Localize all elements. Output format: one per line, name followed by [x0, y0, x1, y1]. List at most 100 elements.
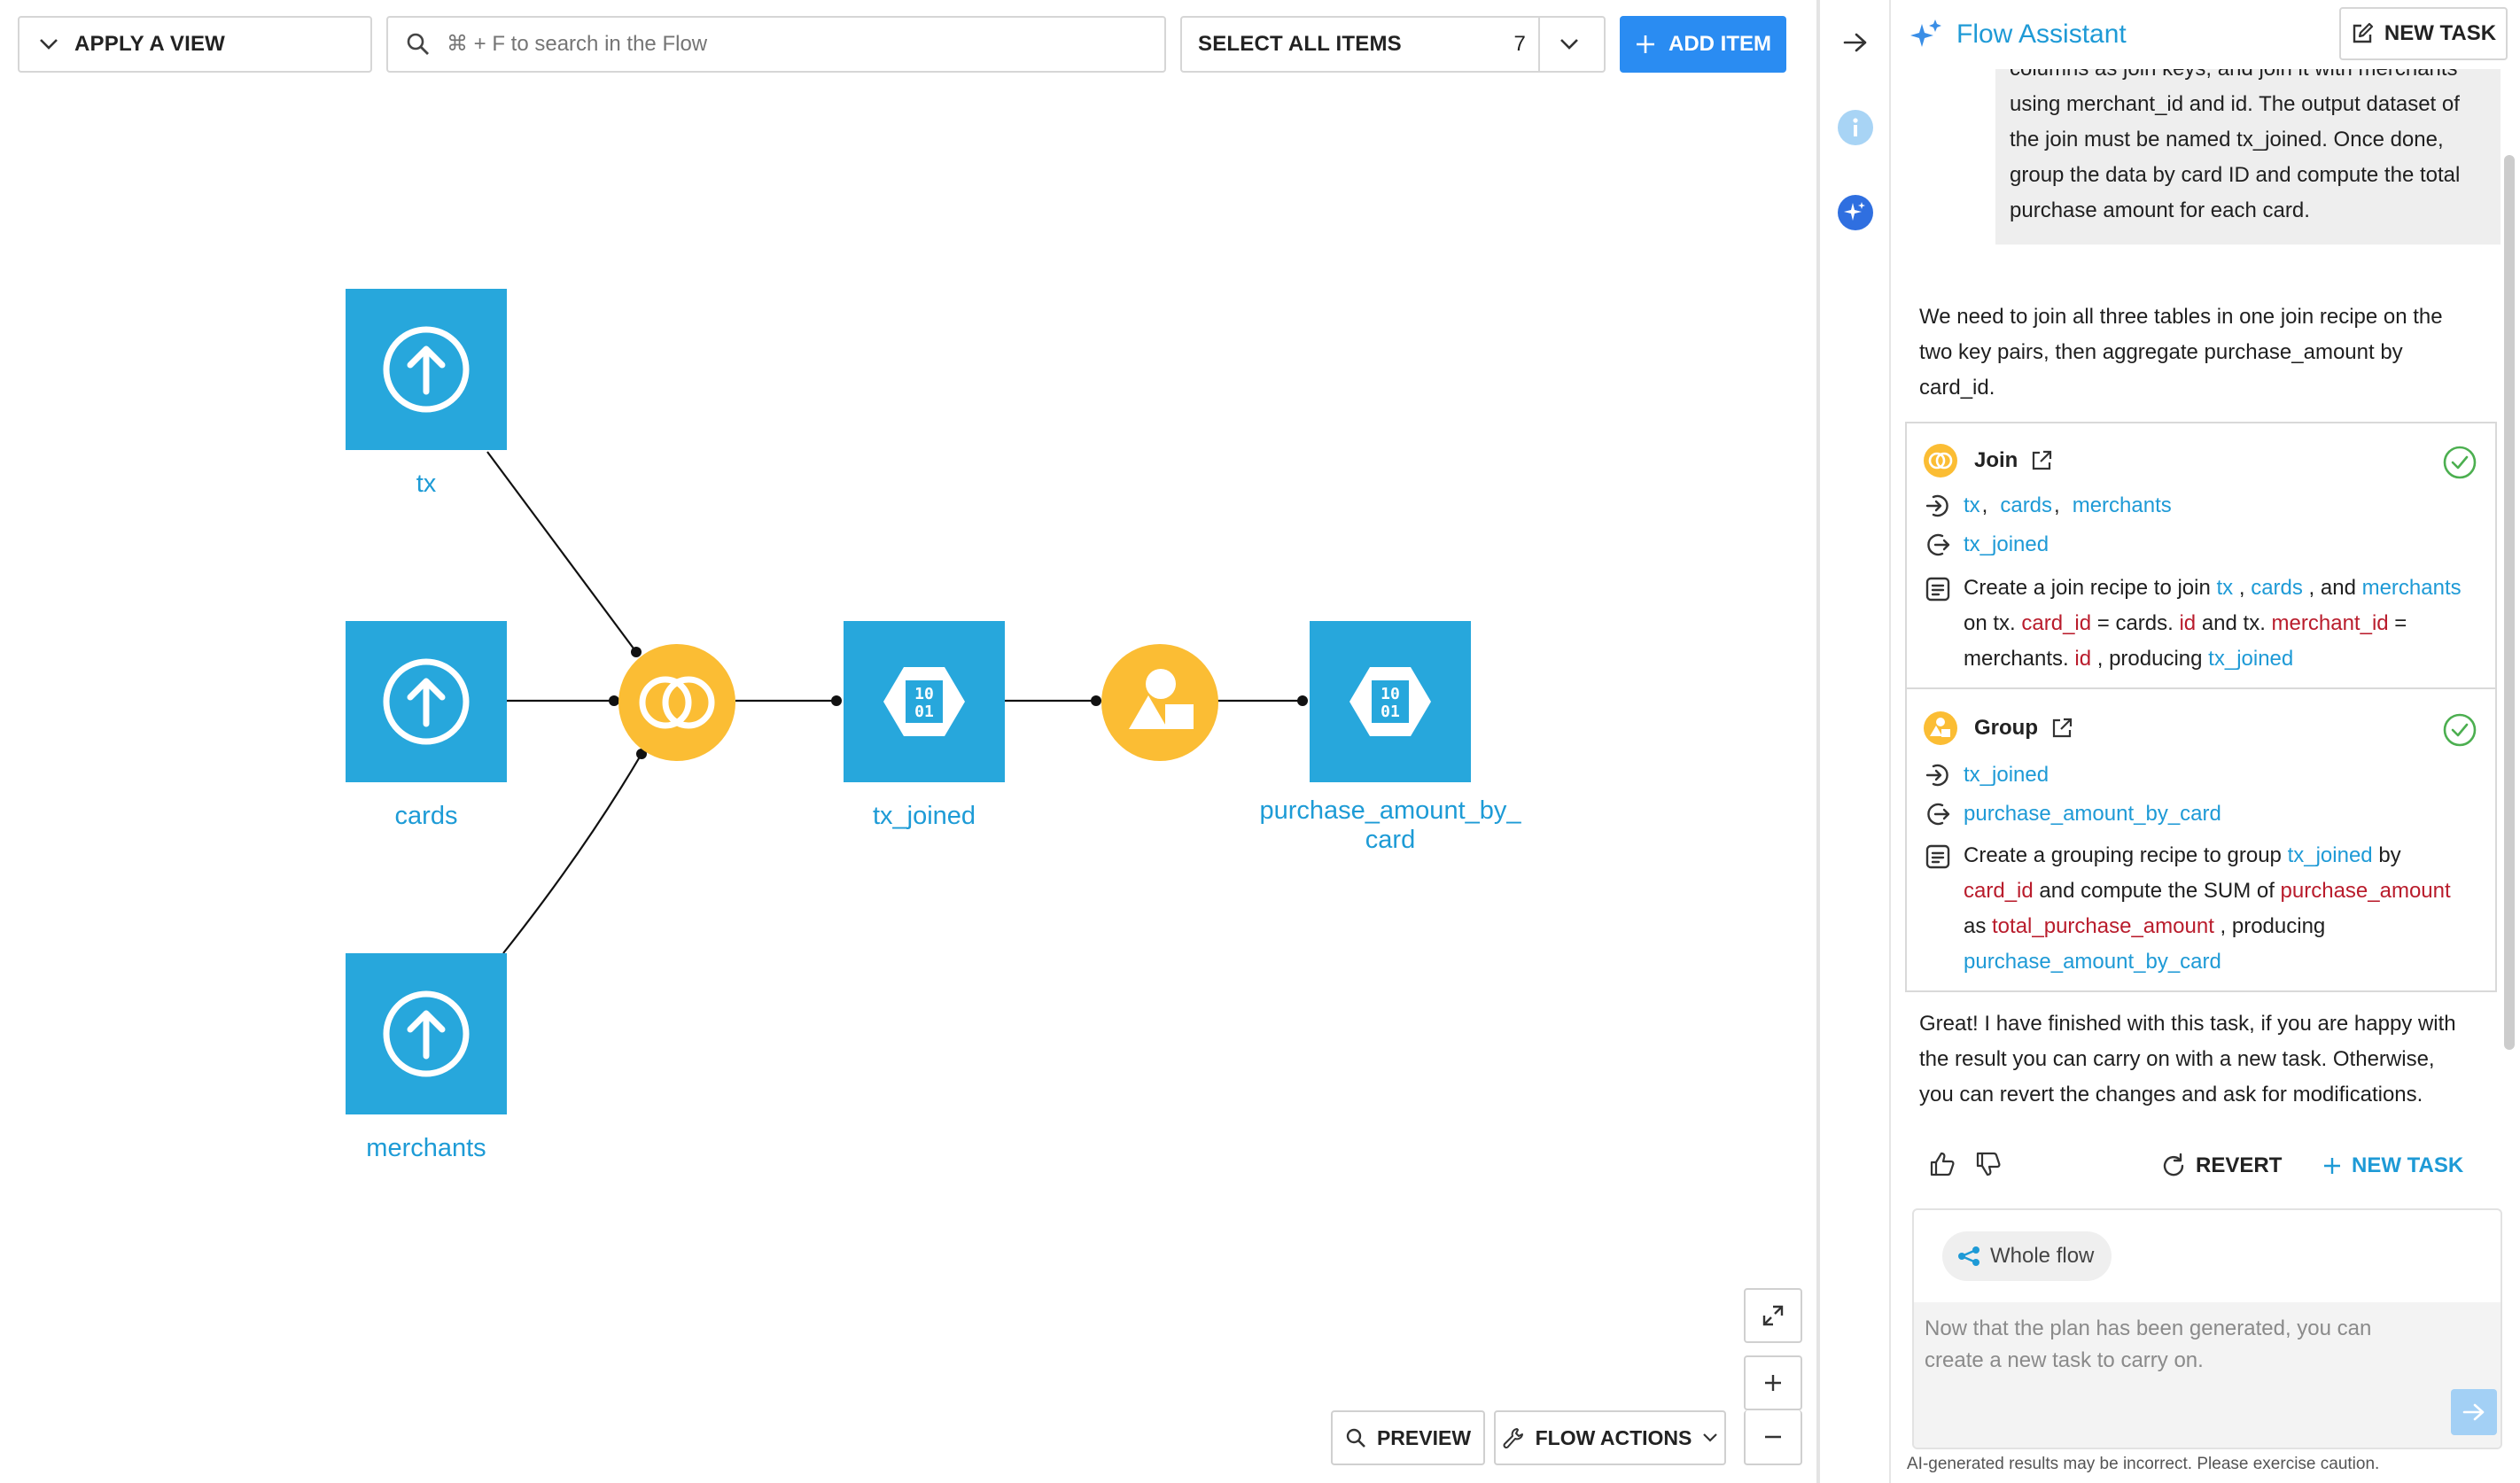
node-label-tx[interactable]: tx — [416, 470, 437, 498]
send-arrow-icon — [2462, 1403, 2485, 1421]
chat-scrollbar[interactable] — [2504, 155, 2515, 1050]
fit-to-screen-button[interactable] — [1744, 1288, 1802, 1343]
refresh-icon — [2163, 1153, 2184, 1176]
chat-textbox[interactable]: Now that the plan has been generated, yo… — [1914, 1302, 2501, 1448]
join-input-tx[interactable]: tx — [1964, 493, 1980, 517]
add-item-button[interactable]: ADD ITEM — [1620, 16, 1786, 73]
thumbs-down-button[interactable] — [1974, 1150, 2004, 1180]
flow-assistant-tab[interactable] — [1838, 195, 1873, 230]
info-icon — [1853, 118, 1858, 136]
search-icon — [407, 33, 429, 55]
upload-icon — [383, 658, 470, 745]
join-description: Create a join recipe to join tx , cards … — [1964, 576, 2462, 671]
assistant-final-message: Great! I have finished with this task, i… — [1919, 1006, 2495, 1113]
info-button[interactable] — [1838, 110, 1873, 145]
select-all-label: SELECT ALL ITEMS — [1198, 32, 1402, 56]
svg-text:01: 01 — [914, 703, 934, 721]
preview-button[interactable]: PREVIEW — [1331, 1410, 1485, 1465]
context-chip-label: Whole flow — [1990, 1244, 2095, 1268]
external-link-icon[interactable] — [2030, 449, 2053, 472]
dataset-node-merchants[interactable] — [346, 953, 507, 1114]
context-chip-whole-flow[interactable]: Whole flow — [1942, 1231, 2112, 1281]
node-label-tx-joined[interactable]: tx_joined — [872, 802, 976, 830]
search-icon — [1346, 1428, 1365, 1448]
description-icon — [1925, 844, 1950, 869]
assistant-title: Flow Assistant — [1956, 19, 2127, 49]
join-recipe-node[interactable] — [618, 644, 735, 761]
group-input[interactable]: tx_joined — [1964, 763, 2049, 787]
external-link-icon[interactable] — [2050, 717, 2073, 740]
arrow-right-icon — [1843, 33, 1867, 52]
group-description: Create a grouping recipe to group tx_joi… — [1964, 843, 2451, 974]
description-icon — [1925, 577, 1950, 602]
join-step-card: Join tx, cards, merchants tx_joined Crea… — [1905, 422, 2497, 689]
node-label-purchase-amount-by-card[interactable]: purchase_amount_by_ card — [1240, 796, 1541, 855]
join-input-merchants[interactable]: merchants — [2072, 493, 2172, 517]
send-button[interactable] — [2451, 1389, 2497, 1435]
plus-icon — [1765, 1375, 1781, 1391]
dataset-node-cards[interactable] — [346, 621, 507, 782]
zoom-out-button[interactable] — [1744, 1410, 1802, 1465]
wrench-icon — [1503, 1428, 1523, 1448]
select-dropdown-toggle[interactable] — [1538, 16, 1598, 73]
sparkle-icon — [1910, 19, 1941, 47]
flow-search[interactable] — [386, 16, 1166, 73]
selection-count: 7 — [1513, 32, 1526, 56]
apply-view-dropdown[interactable]: APPLY A VIEW — [18, 16, 372, 73]
group-recipe-icon — [1924, 711, 1957, 745]
node-label-line-2: card — [1365, 826, 1416, 854]
user-message-line: group the data by card ID and compute th… — [2010, 163, 2461, 187]
join-card-title: Join — [1974, 448, 2018, 472]
final-line: Great! I have finished with this task, i… — [1919, 1012, 2456, 1036]
zoom-in-button[interactable] — [1744, 1355, 1802, 1410]
collapse-panel-button[interactable] — [1836, 23, 1875, 62]
join-recipe-icon — [1924, 444, 1957, 478]
join-input-cards[interactable]: cards — [2000, 493, 2053, 517]
success-check-icon — [2443, 713, 2477, 747]
edge-merchants-join — [502, 753, 642, 954]
minus-icon — [1765, 1435, 1781, 1439]
sparkle-icon — [1844, 202, 1865, 221]
edge-tx-join — [486, 451, 637, 653]
thumbs-up-button[interactable] — [1928, 1150, 1958, 1180]
ai-disclaimer: AI-generated results may be incorrect. P… — [1907, 1455, 2380, 1473]
group-output[interactable]: purchase_amount_by_card — [1964, 802, 2221, 826]
chevron-down-icon — [1703, 1433, 1718, 1442]
node-label-cards[interactable]: cards — [394, 802, 458, 830]
upload-icon — [383, 326, 470, 413]
apply-view-label: APPLY A VIEW — [74, 32, 226, 56]
select-all-items[interactable]: SELECT ALL ITEMS 7 — [1180, 16, 1606, 73]
output-icon — [1927, 533, 1950, 556]
search-input[interactable] — [445, 31, 1139, 58]
group-card-title: Group — [1974, 716, 2038, 740]
right-icon-rail — [1820, 0, 1891, 1483]
flow-assistant-panel: columns as join keys, and join it with m… — [1893, 0, 2520, 1483]
dataset-node-tx[interactable] — [346, 289, 507, 450]
user-message-line: using merchant_id and id. The output dat… — [2010, 92, 2460, 116]
user-message-bubble: columns as join keys, and join it with m… — [1995, 35, 2501, 245]
input-icon — [1925, 764, 1948, 787]
flow-actions-button[interactable]: FLOW ACTIONS — [1494, 1410, 1726, 1465]
final-line: you can revert the changes and ask for m… — [1919, 1083, 2423, 1106]
revert-button[interactable]: REVERT — [2160, 1148, 2282, 1184]
chevron-down-icon — [40, 39, 58, 50]
join-output[interactable]: tx_joined — [1964, 532, 2049, 556]
new-task-header-button[interactable]: NEW TASK — [2339, 7, 2508, 60]
new-task-header-label: NEW TASK — [2384, 21, 2497, 45]
node-label-merchants[interactable]: merchants — [366, 1134, 486, 1162]
group-step-card: Group tx_joined purchase_amount_by_card … — [1905, 687, 2497, 992]
flow-graph-icon — [1958, 1246, 1979, 1266]
upload-icon — [383, 990, 470, 1077]
thumbs-down-icon — [1976, 1152, 2001, 1176]
new-task-footer-button[interactable]: NEW TASK — [2322, 1148, 2463, 1184]
flow-actions-label: FLOW ACTIONS — [1535, 1425, 1692, 1449]
group-recipe-node[interactable] — [1101, 644, 1218, 761]
preview-label: PREVIEW — [1376, 1425, 1472, 1449]
reply-line: card_id. — [1919, 376, 1995, 400]
success-check-icon — [2443, 446, 2477, 479]
group-recipe-icon — [1129, 669, 1194, 729]
